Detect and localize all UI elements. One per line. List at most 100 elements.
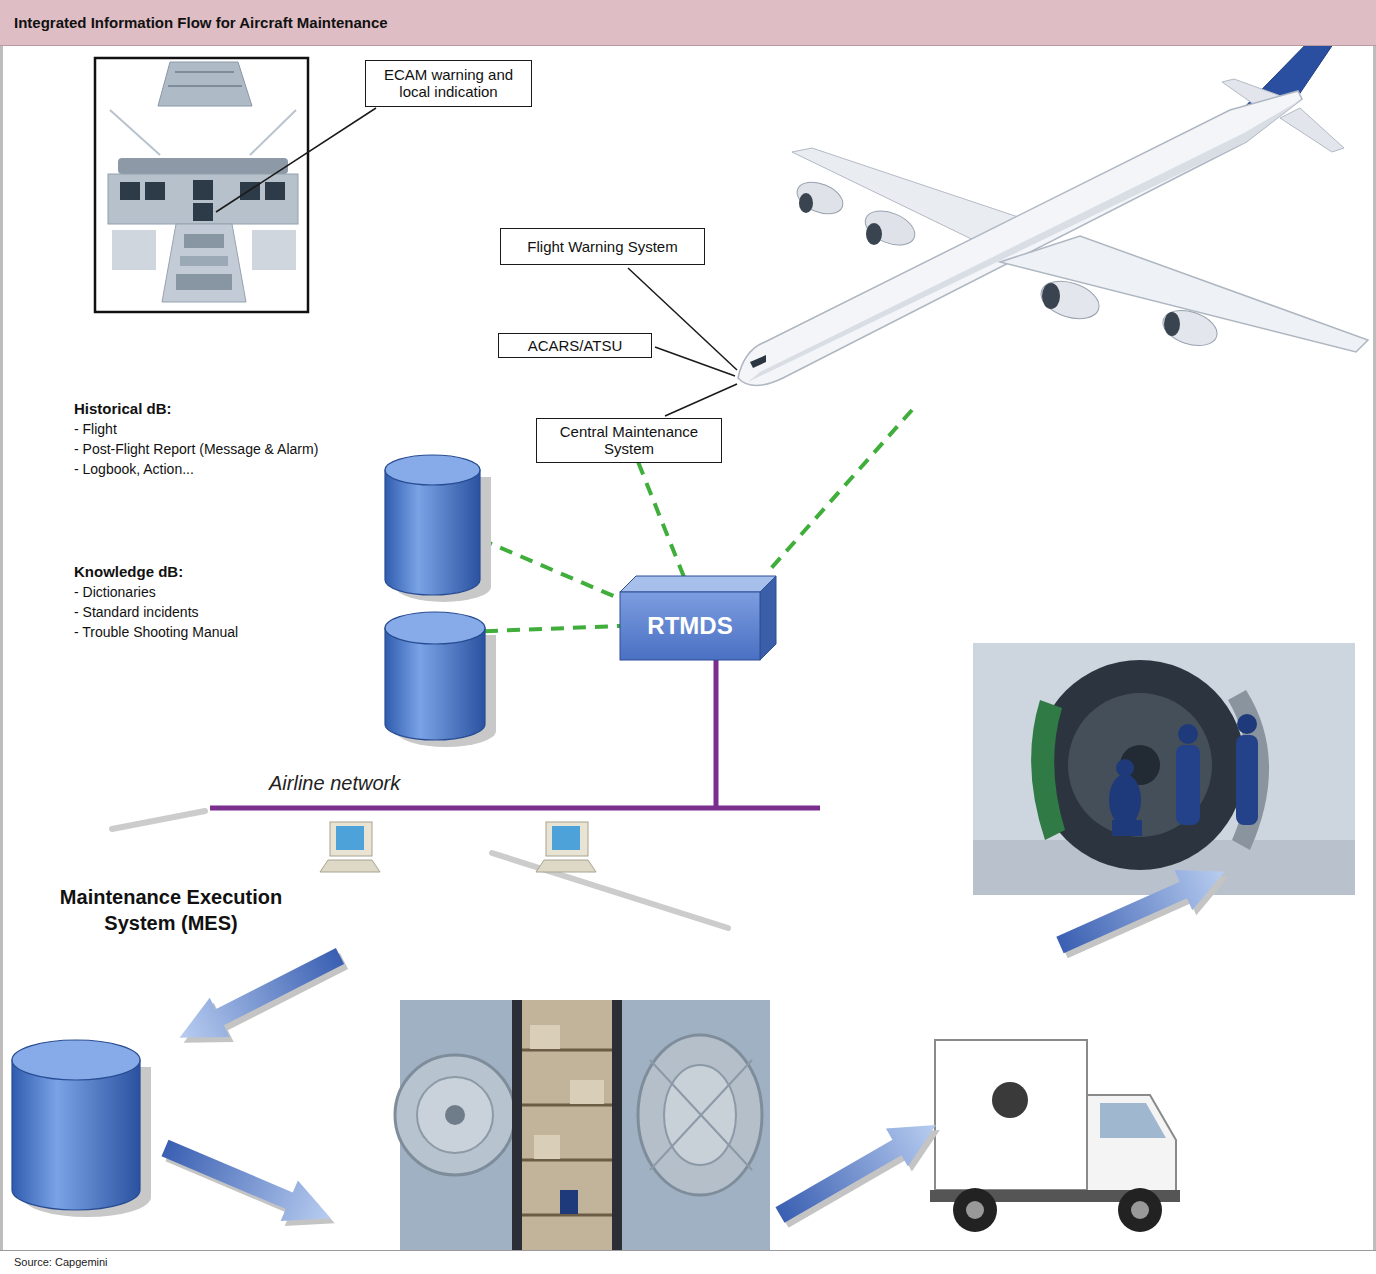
database-cylinder: Maintenance Execution System (MES) [12, 1040, 140, 1210]
database-item: - Trouble Shooting Manual [74, 622, 374, 642]
database-heading: Knowledge dB: [74, 562, 374, 582]
datalink-connector [485, 626, 620, 631]
cockpit-picture-part [265, 182, 285, 200]
computer-icon-part [336, 826, 364, 850]
parts-store-photo-part [400, 1000, 770, 1250]
mechanics-photo-part [1236, 735, 1258, 825]
truck-picture-part [1118, 1188, 1162, 1232]
cockpit-picture-part [180, 256, 228, 266]
server-box: RTMDS [620, 592, 760, 660]
datalink-connector [638, 463, 690, 593]
parts-store-photo [395, 1000, 770, 1250]
aircraft-part [866, 223, 882, 245]
truck-picture-part [935, 1040, 1087, 1190]
cockpit-picture-part [176, 274, 232, 290]
flow-arrow-part [156, 1128, 339, 1239]
aircraft-part [860, 204, 919, 251]
database-item: - Logbook, Action... [74, 459, 374, 479]
mechanics-photo-part [1237, 714, 1257, 734]
computer-icon-part [330, 822, 372, 856]
cockpit-picture-part [118, 158, 288, 174]
truck-picture-part [1100, 1103, 1166, 1138]
parts-store-photo-part [445, 1105, 465, 1125]
airline-network-part [492, 853, 728, 928]
database-item: - Dictionaries [74, 582, 374, 602]
parts-store-photo-part [650, 1060, 752, 1170]
parts-store-photo-part [612, 1000, 622, 1250]
system-box: ACARS/ATSU [498, 333, 652, 358]
airline-network-part [210, 806, 820, 811]
cockpit-picture-part [162, 224, 246, 302]
database-caption: Maintenance Execution System (MES) [26, 884, 316, 936]
parts-store-photo-part [417, 1077, 493, 1153]
truck-picture-part [992, 1082, 1028, 1118]
computer-icon [320, 822, 380, 872]
server-label: RTMDS [620, 592, 760, 660]
mechanics-photo-part [1116, 759, 1134, 777]
aircraft-part [1280, 108, 1344, 152]
database-heading: Maintenance Execution System (MES) [26, 884, 316, 936]
cockpit-picture-part [158, 62, 252, 106]
cylinder-shape [385, 455, 494, 605]
parts-store-photo-part [570, 1080, 604, 1104]
cockpit-picture-part [250, 110, 296, 155]
mechanics-photo-part [1031, 700, 1065, 840]
computer-icon-part [546, 822, 588, 856]
parts-store-photo-part [560, 1190, 578, 1214]
cylinder-shape [12, 1040, 154, 1220]
truck-picture-part [953, 1188, 997, 1232]
truck-picture [930, 1040, 1180, 1232]
leader-lines-part [665, 384, 737, 416]
parts-store-photo-part [534, 1135, 560, 1159]
cockpit-picture-part [193, 180, 213, 200]
database-cylinder: Knowledge dB:- Dictionaries- Standard in… [385, 612, 485, 740]
cylinder-shape [385, 612, 499, 750]
database-heading: Historical dB: [74, 399, 374, 419]
box-side-face [760, 576, 776, 660]
database-item: - Flight [74, 419, 374, 439]
computer-icon-part [536, 860, 596, 872]
flow-arrow [156, 852, 1237, 1244]
parts-store-photo-part [522, 1000, 612, 1250]
network-label: Airline network [266, 771, 403, 795]
airline-network-part [112, 811, 205, 829]
mechanics-photo-part [1068, 693, 1212, 837]
parts-store-photo-part [638, 1035, 762, 1195]
box-front-face [620, 592, 760, 660]
aircraft-part [1036, 275, 1104, 326]
mechanics-photo-part [1035, 660, 1245, 870]
flow-arrow-part [769, 1106, 947, 1234]
database-item: - Post-Flight Report (Message & Alarm) [74, 439, 374, 459]
aircraft-part [1158, 304, 1221, 352]
leader-lines-part [216, 108, 376, 212]
system-box: Flight Warning System [500, 228, 705, 265]
cockpit-picture-part [108, 174, 298, 224]
aircraft-part [1042, 283, 1060, 309]
mechanics-photo-part [1228, 690, 1269, 850]
cockpit-picture-part [110, 110, 160, 155]
parts-store-photo-part [395, 1055, 515, 1175]
system-box: Central Maintenance System [536, 418, 722, 463]
leader-lines-part [655, 347, 735, 376]
cylinder-top [385, 455, 480, 485]
diagram-title: Integrated Information Flow for Aircraft… [14, 0, 388, 45]
mechanics-photo-part [1112, 820, 1142, 836]
database-caption: Historical dB:- Flight- Post-Flight Repo… [74, 399, 374, 479]
computer-icon-part [552, 826, 580, 850]
box-label: Central Maintenance System [545, 423, 713, 458]
cylinder-top [12, 1040, 140, 1080]
parts-store-photo-part [650, 1060, 752, 1170]
airline-network-part [714, 660, 719, 808]
cylinder-body [385, 470, 480, 595]
aircraft-part [750, 355, 766, 368]
mechanics-photo-part [973, 643, 1355, 895]
truck-picture-part [1087, 1095, 1176, 1195]
aircraft-part [1000, 236, 1368, 352]
cockpit-picture-part [193, 203, 213, 221]
mechanics-photo-part [1109, 774, 1141, 826]
database-caption: Knowledge dB:- Dictionaries- Standard in… [74, 562, 374, 642]
callout-box: ECAM warning and local indication [365, 60, 532, 107]
flow-arrow-part [1051, 852, 1233, 965]
